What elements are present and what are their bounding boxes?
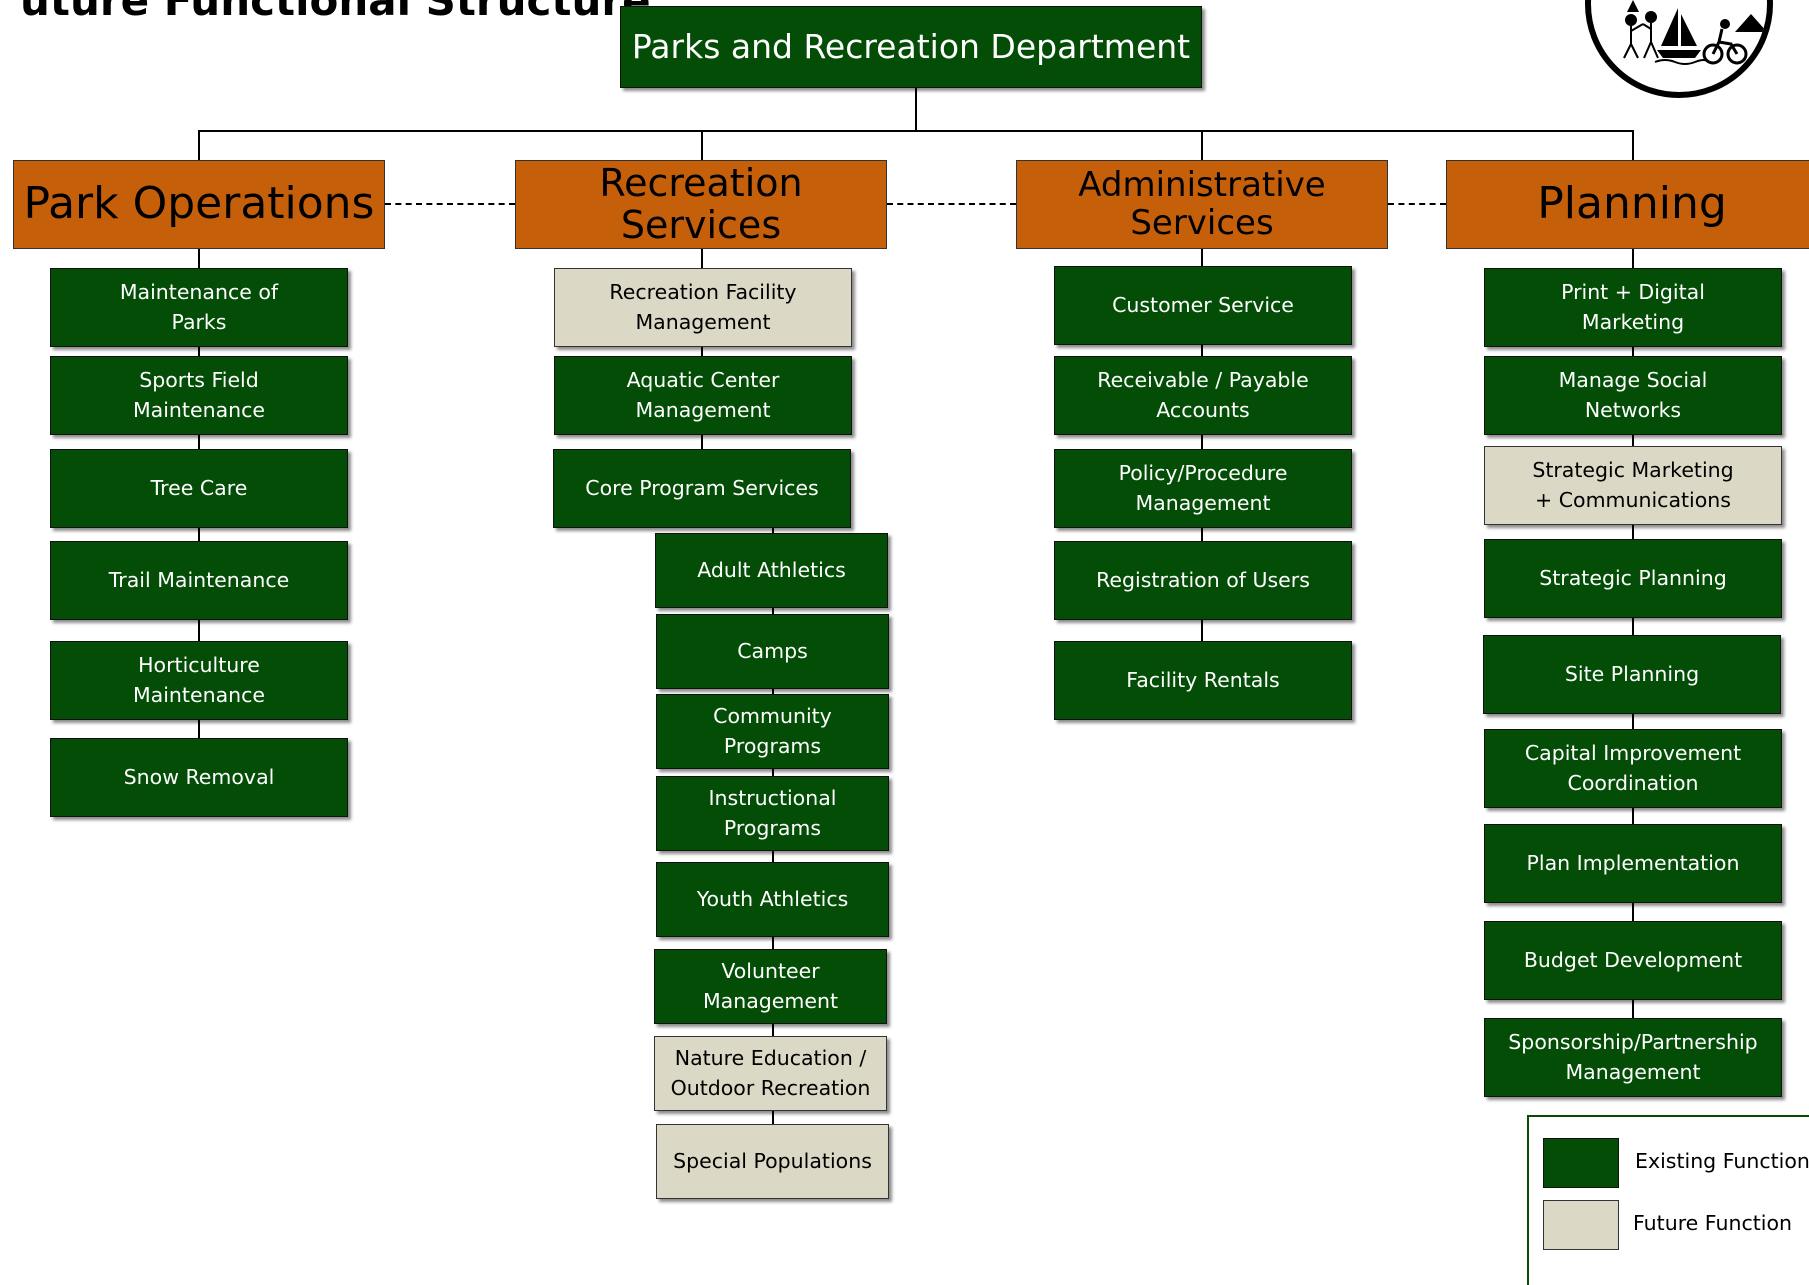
function-box: Strategic Marketing + Communications xyxy=(1484,446,1782,525)
program-box: Special Populations xyxy=(656,1124,889,1199)
function-box: Tree Care xyxy=(50,449,348,528)
function-box: Print + Digital Marketing xyxy=(1484,268,1782,347)
program-box: Instructional Programs xyxy=(656,776,889,851)
connector-line xyxy=(1201,130,1203,160)
connector-line xyxy=(915,88,917,130)
root-department-box: Parks and Recreation Department xyxy=(620,6,1202,88)
division-administrative-services: Administrative Services xyxy=(1016,160,1388,249)
program-box: Adult Athletics xyxy=(655,533,888,608)
function-box: Site Planning xyxy=(1483,635,1781,714)
dashed-connector xyxy=(385,203,515,205)
function-box: Sponsorship/Partnership Management xyxy=(1484,1018,1782,1097)
function-box: Plan Implementation xyxy=(1484,824,1782,903)
function-box: Trail Maintenance xyxy=(50,541,348,620)
function-box: Facility Rentals xyxy=(1054,641,1352,720)
function-box: Aquatic Center Management xyxy=(554,356,852,435)
legend: Existing Function Future Function xyxy=(1527,1115,1809,1285)
function-box: Budget Development xyxy=(1484,921,1782,1000)
division-planning: Planning xyxy=(1446,160,1809,249)
logo-crop-area xyxy=(1577,0,1809,98)
function-box: Horticulture Maintenance xyxy=(50,641,348,720)
division-park-operations: Park Operations xyxy=(13,160,385,249)
division-recreation-services: Recreation Services xyxy=(515,160,887,249)
function-box: Customer Service xyxy=(1054,266,1352,345)
legend-future-label: Future Function xyxy=(1633,1211,1792,1235)
legend-existing-swatch xyxy=(1543,1138,1619,1188)
program-box: Community Programs xyxy=(656,694,889,769)
program-box: Nature Education / Outdoor Recreation xyxy=(654,1036,887,1111)
function-box: Sports Field Maintenance xyxy=(50,356,348,435)
connector-line xyxy=(1201,249,1203,641)
program-box: Youth Athletics xyxy=(656,862,889,937)
legend-existing-label: Existing Function xyxy=(1635,1149,1809,1173)
program-box: Camps xyxy=(656,614,889,689)
function-box: Policy/Procedure Management xyxy=(1054,449,1352,528)
dashed-connector xyxy=(1388,203,1446,205)
function-box: Maintenance of Parks xyxy=(50,268,348,347)
program-box: Volunteer Management xyxy=(654,949,887,1024)
parks-recreation-logo-icon xyxy=(1585,0,1773,98)
function-box: Strategic Planning xyxy=(1484,539,1782,618)
connector-line xyxy=(198,130,200,160)
dashed-connector xyxy=(887,203,1016,205)
page-title: uture Functional Structure xyxy=(20,0,651,25)
function-box: Registration of Users xyxy=(1054,541,1352,620)
function-box: Manage Social Networks xyxy=(1484,356,1782,435)
connector-line xyxy=(198,130,1634,132)
function-box: Recreation Facility Management xyxy=(554,268,852,347)
connector-line xyxy=(1632,130,1634,160)
legend-future-swatch xyxy=(1543,1200,1619,1250)
function-box: Snow Removal xyxy=(50,738,348,817)
function-box: Receivable / Payable Accounts xyxy=(1054,356,1352,435)
function-box: Core Program Services xyxy=(553,449,851,528)
connector-line xyxy=(1632,249,1634,1018)
connector-line xyxy=(701,130,703,160)
function-box: Capital Improvement Coordination xyxy=(1484,729,1782,808)
connector-line xyxy=(701,249,703,449)
